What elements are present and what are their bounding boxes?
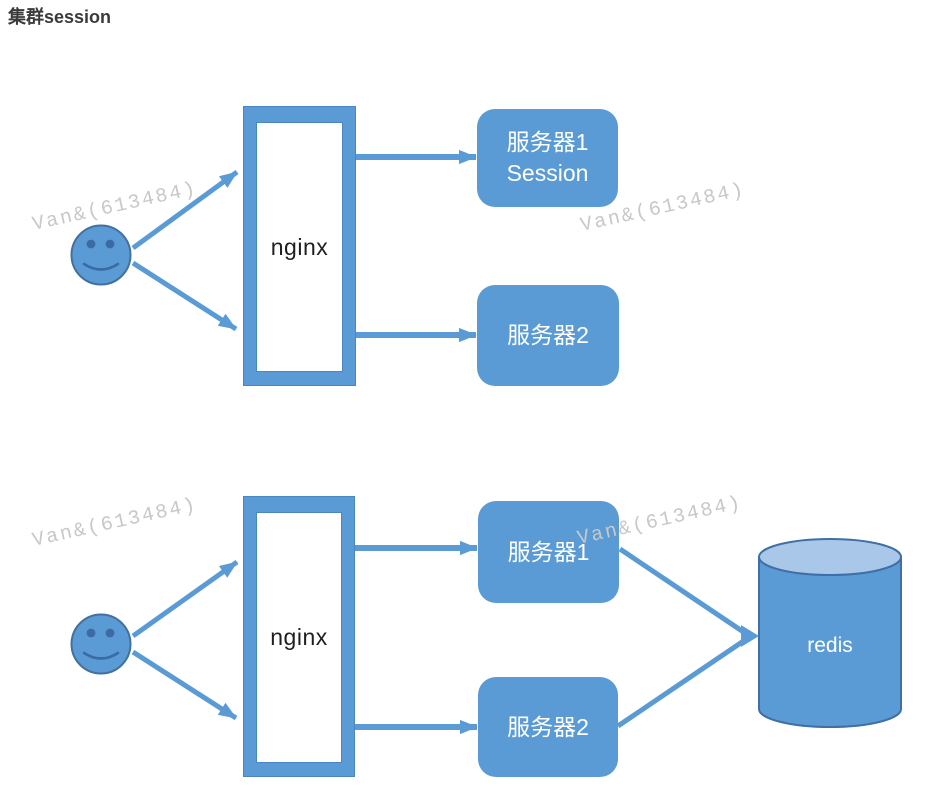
redis-cylinder bbox=[758, 538, 902, 728]
server1-session-box-top: 服务器1 Session bbox=[477, 109, 618, 207]
nginx-box-top-inner: nginx bbox=[256, 122, 343, 372]
nginx-box-bottom: nginx bbox=[243, 496, 355, 777]
user-smiley-icon-bottom bbox=[70, 613, 132, 675]
arrow-top-user-to-nginx-upper bbox=[131, 169, 239, 251]
arrow-server1-to-redis bbox=[618, 546, 747, 636]
server1-box-bottom: 服务器1 bbox=[478, 501, 619, 603]
server1-session-label: Session bbox=[506, 160, 589, 186]
user-smiley-icon-top bbox=[70, 224, 132, 286]
redis-arrowhead bbox=[741, 625, 759, 647]
page-title: 集群session bbox=[8, 7, 112, 27]
server2-box-bottom: 服务器2 bbox=[478, 677, 618, 777]
arrow-bottom-user-to-nginx-lower bbox=[131, 649, 238, 721]
arrow-top-user-to-nginx-lower bbox=[131, 260, 238, 332]
server1-title-bottom: 服务器1 bbox=[507, 538, 590, 565]
arrow-bottom-user-to-nginx-upper bbox=[131, 559, 239, 639]
nginx-box-top: nginx bbox=[243, 106, 356, 386]
nginx-box-bottom-inner: nginx bbox=[256, 512, 342, 763]
server2-title-top: 服务器2 bbox=[507, 322, 589, 348]
server1-title-top: 服务器1 bbox=[506, 129, 589, 155]
redis-label: redis bbox=[807, 634, 853, 657]
server2-box-top: 服务器2 bbox=[477, 285, 619, 386]
nginx-label-bottom: nginx bbox=[270, 624, 328, 650]
arrow-server2-to-redis bbox=[616, 637, 747, 729]
nginx-label-top: nginx bbox=[270, 233, 329, 260]
server2-title-bottom: 服务器2 bbox=[507, 713, 589, 740]
